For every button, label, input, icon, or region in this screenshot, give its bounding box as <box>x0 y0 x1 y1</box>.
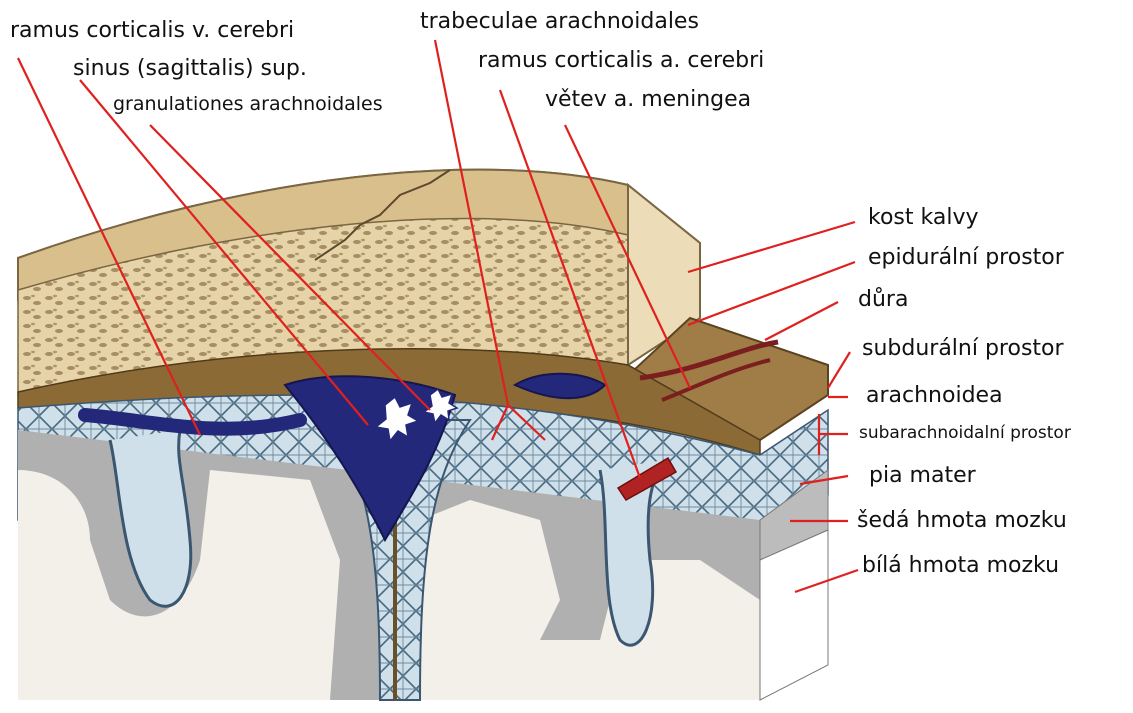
label-subduralni: subdurální prostor <box>862 338 1064 360</box>
leader-dura <box>765 302 838 340</box>
label-granulationes: granulationes arachnoidales <box>113 95 383 114</box>
label-subarachnoidalni: subarachnoidalní prostor <box>859 425 1071 442</box>
leader-epiduralni <box>688 262 855 325</box>
label-ramus-corticalis-v: ramus corticalis v. cerebri <box>10 20 294 42</box>
label-vetev-meningea: větev a. meningea <box>545 89 751 111</box>
label-kost-kalvy: kost kalvy <box>868 207 978 229</box>
label-seda-hmota: šedá hmota mozku <box>857 510 1067 532</box>
label-dura: důra <box>858 289 908 311</box>
label-arachnoidea: arachnoidea <box>866 385 1003 407</box>
label-epiduralni: epidurální prostor <box>868 247 1064 269</box>
leader-subduralni <box>828 352 850 388</box>
label-trabeculae: trabeculae arachnoidales <box>420 11 699 33</box>
label-ramus-corticalis-a: ramus corticalis a. cerebri <box>478 50 764 72</box>
label-bila-hmota: bílá hmota mozku <box>862 555 1059 577</box>
leader-kost-kalvy <box>688 222 855 272</box>
label-sinus-sagittalis: sinus (sagittalis) sup. <box>73 58 307 80</box>
white-matter-side <box>760 530 828 700</box>
label-pia-mater: pia mater <box>869 465 976 487</box>
